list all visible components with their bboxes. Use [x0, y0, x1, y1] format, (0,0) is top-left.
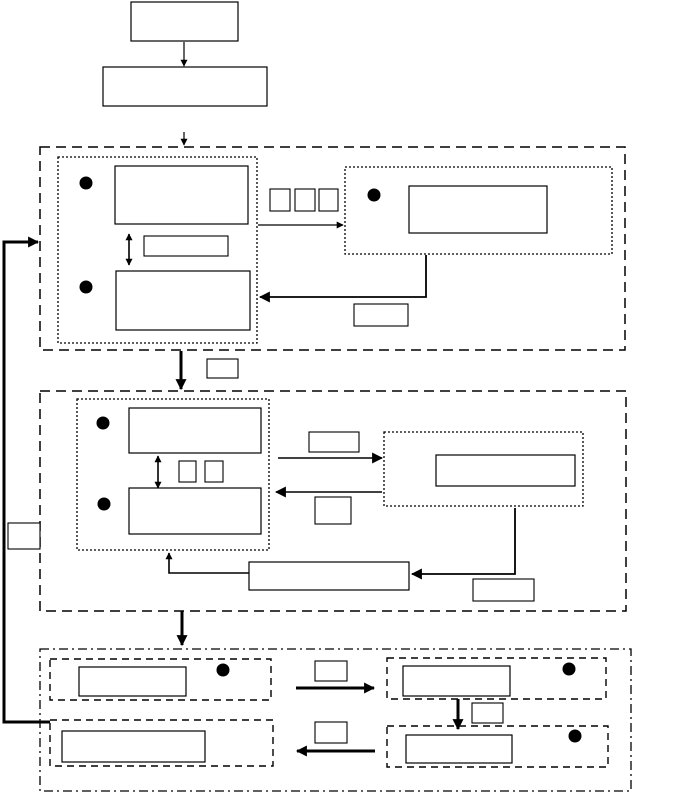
- stage-3-bullet-a: [216, 663, 230, 677]
- stage-1-box-a: [114, 165, 249, 225]
- stage-3-back-label: [314, 721, 348, 744]
- stage-2-box-b: [128, 487, 262, 535]
- stage-1-tag-2: [294, 188, 316, 212]
- stage-2-wide-box: [248, 561, 410, 591]
- stage-2-container: [39, 390, 627, 612]
- second-box: [102, 66, 268, 107]
- stage-3-bullet-c: [568, 729, 582, 743]
- stage-2-bullet-a: [96, 416, 110, 430]
- stage-3-group-a: [49, 658, 272, 701]
- stage-3-box-a: [78, 666, 187, 697]
- stage-2-tag-1: [178, 460, 197, 483]
- stage-3-down-label: [471, 702, 504, 724]
- stage-3-container: [39, 648, 632, 792]
- stage-2-box-a: [128, 407, 262, 454]
- stage-3-bullet-b: [562, 662, 576, 676]
- stage-1-return-arrow: [258, 255, 427, 303]
- stage-2-left-group: [76, 398, 270, 551]
- stage-2-back-to-left-arrow: [165, 552, 249, 574]
- stage-1-tag-1: [269, 188, 291, 212]
- start-box: [130, 1, 239, 42]
- feedback-loop-line: [2, 236, 50, 724]
- stage-1-box-b: [115, 270, 251, 331]
- stage-2-right-group: [383, 431, 584, 507]
- stage-1-container: [39, 146, 626, 351]
- stage-3-group-d: [49, 719, 274, 767]
- stage-1-left-group: [57, 156, 258, 344]
- stage-1-bullet-c: [367, 188, 381, 202]
- stage-1-to-2-label: [206, 358, 239, 379]
- stage-2-return-label: [472, 578, 535, 602]
- stage-2-tag-2: [204, 460, 224, 483]
- stage-1-return-label: [353, 303, 409, 327]
- stage-1-label-box: [143, 235, 229, 257]
- stage-3-box-c: [405, 734, 513, 764]
- stage-1-box-c: [408, 185, 548, 234]
- feedback-loop-label: [7, 522, 41, 550]
- stage-2-box-c: [435, 454, 576, 487]
- stage-2-back-label: [314, 496, 352, 525]
- stage-3-box-d: [61, 730, 206, 763]
- stage-3-group-b: [386, 657, 607, 700]
- stage-1-bullet-b: [79, 280, 93, 294]
- stage-3-forward-label: [314, 660, 348, 682]
- stage-1-right-group: [344, 166, 613, 255]
- stage-3-group-c: [386, 725, 609, 768]
- stage-2-forward-label: [308, 431, 360, 453]
- stage-1-tag-3: [318, 188, 339, 212]
- stage-1-bullet-a: [79, 176, 93, 190]
- stage-2-bullet-b: [97, 497, 111, 511]
- stage-3-box-b: [402, 665, 511, 697]
- stage-2-return-line: [410, 508, 516, 580]
